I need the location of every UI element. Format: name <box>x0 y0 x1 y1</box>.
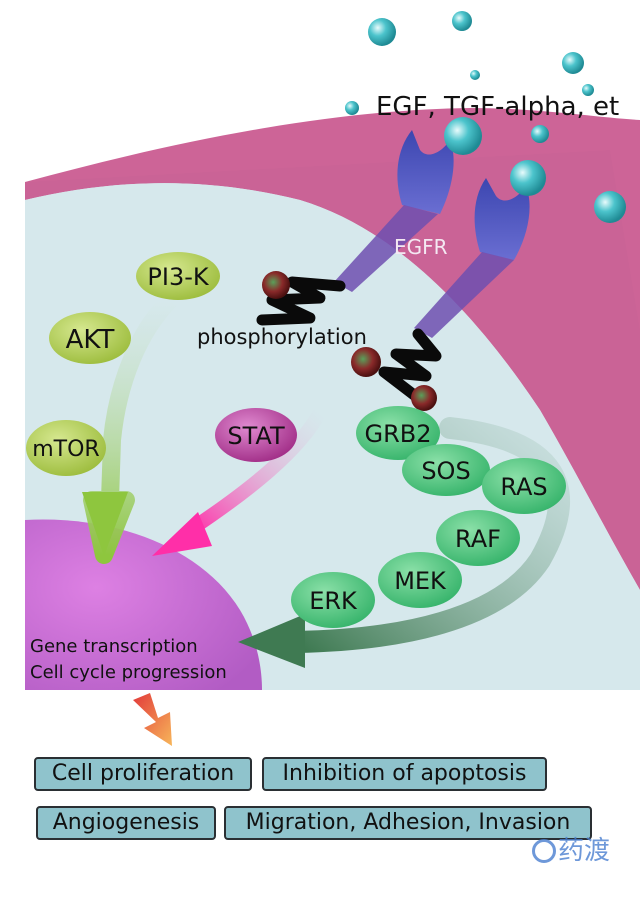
phosphorylation-chain <box>256 276 346 326</box>
nucleus-label-line1: Gene transcription <box>30 636 198 657</box>
sos-label: SOS <box>421 457 470 485</box>
ligand-sphere <box>562 52 584 74</box>
ligand-sphere <box>368 18 396 46</box>
phosphate-group <box>262 271 290 299</box>
outcome-angiogenesis: Angiogenesis <box>36 806 216 840</box>
egfr-receptor <box>334 117 482 292</box>
phosphate-group <box>351 347 381 377</box>
ligand-sphere <box>444 117 482 155</box>
outcome-arrow <box>133 693 172 746</box>
phosphate-group <box>411 385 437 411</box>
stat-label: STAT <box>227 422 285 450</box>
nucleus <box>25 519 262 690</box>
ligand-label: EGF, TGF-alpha, et <box>376 92 619 122</box>
stat-pathway-arrow <box>183 405 327 537</box>
ligand-sphere <box>470 70 480 80</box>
mek-node: MEK <box>378 552 462 608</box>
ligand-sphere <box>594 191 626 223</box>
outcome-inhibition-of-apoptosis: Inhibition of apoptosis <box>262 757 547 791</box>
phosphorylation-label: phosphorylation <box>197 325 367 349</box>
ligand-sphere <box>452 11 472 31</box>
egfr-receptor <box>414 160 546 338</box>
sos-node: SOS <box>402 444 490 496</box>
ras-node: RAS <box>482 458 566 514</box>
raf-node: RAF <box>436 510 520 566</box>
mtor-label: mTOR <box>32 437 99 462</box>
ligand-sphere <box>531 125 549 143</box>
mapk-pathway-arrow <box>285 417 570 653</box>
pi3k-label: PI3-K <box>147 263 209 291</box>
grb2-label: GRB2 <box>364 420 431 448</box>
phosphorylation-chain <box>378 328 442 404</box>
ligand-molecules <box>345 11 626 223</box>
mek-label: MEK <box>394 567 447 595</box>
watermark-text: 药渡 <box>558 836 611 866</box>
akt-node: AKT <box>49 312 131 364</box>
pi3k-node: PI3-K <box>136 252 220 300</box>
stat-node: STAT <box>215 408 297 462</box>
ligand-sphere <box>510 160 546 196</box>
ligand-sphere <box>582 84 594 96</box>
ligand-sphere <box>345 101 359 115</box>
ras-label: RAS <box>500 473 547 501</box>
raf-label: RAF <box>455 525 501 553</box>
watermark-logo: 药渡 <box>532 830 610 867</box>
outcome-migration-adhesion-invasion: Migration, Adhesion, Invasion <box>224 806 592 840</box>
outcome-cell-proliferation: Cell proliferation <box>34 757 252 791</box>
watermark-icon <box>532 839 556 863</box>
mtor-node: mTOR <box>26 420 106 476</box>
egfr-label: EGFR <box>394 235 448 259</box>
nucleus-label-line2: Cell cycle progression <box>30 662 227 683</box>
akt-label: AKT <box>66 325 115 355</box>
erk-label: ERK <box>309 587 358 615</box>
grb2-node: GRB2 <box>356 406 440 460</box>
erk-node: ERK <box>291 572 375 628</box>
